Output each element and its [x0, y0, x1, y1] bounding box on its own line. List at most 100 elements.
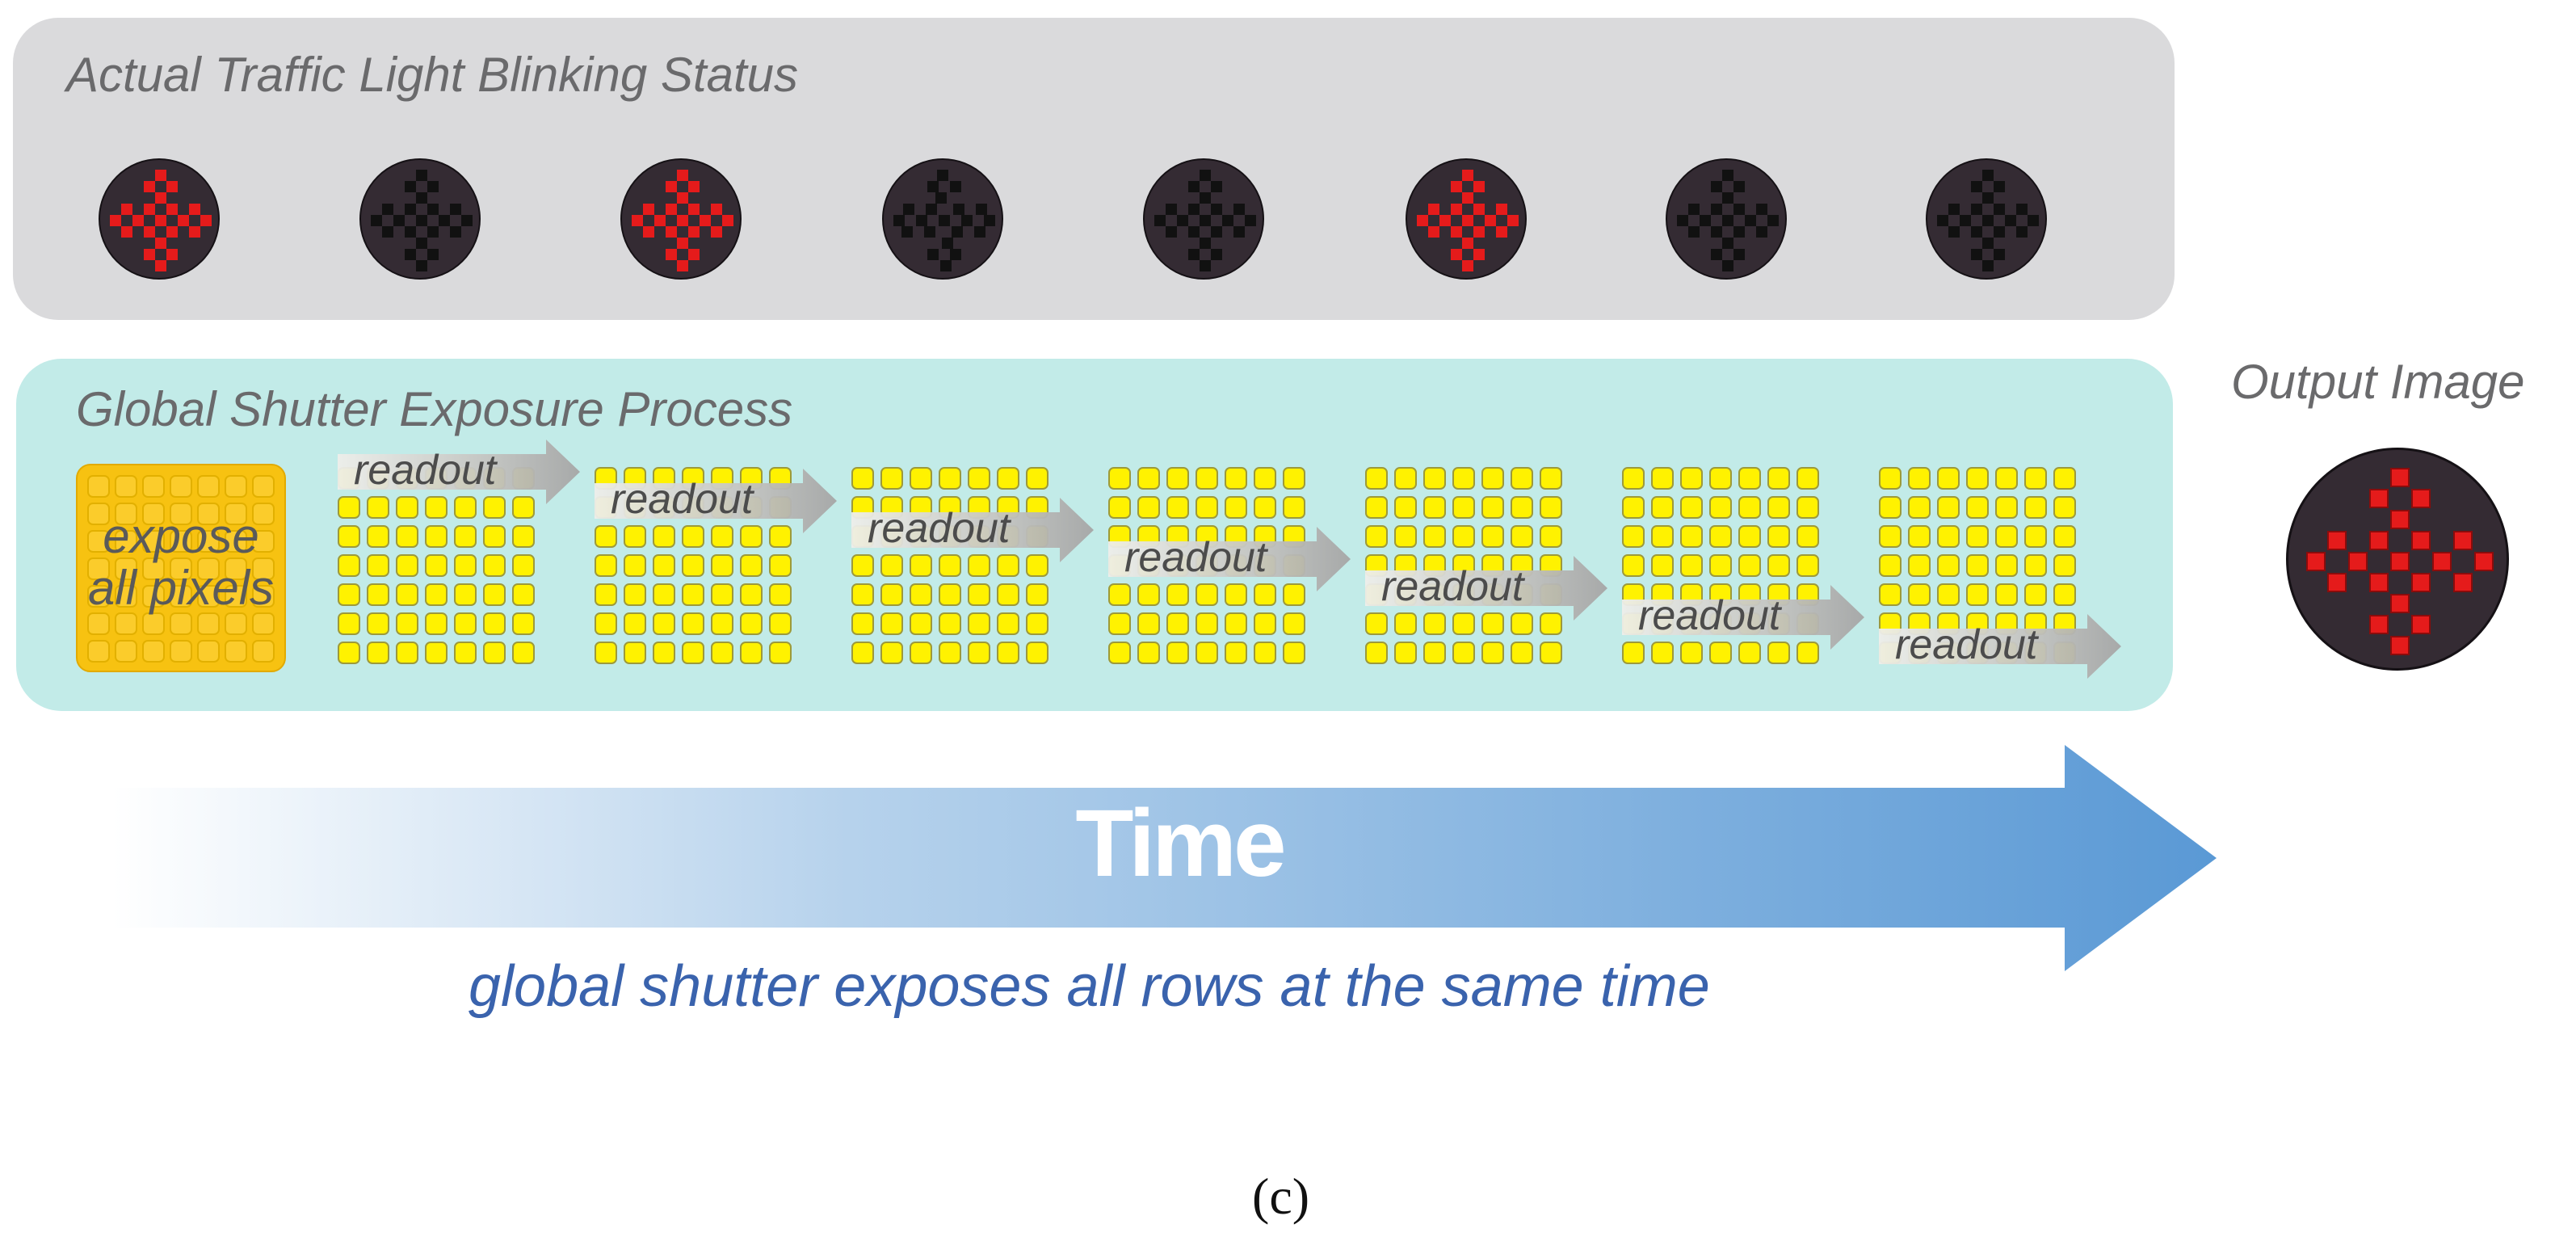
sensor-pixel — [624, 525, 646, 548]
sensor-pixel — [740, 612, 763, 635]
led-cell — [1451, 249, 1462, 260]
sensor-pixel — [997, 612, 1019, 635]
sensor-pixel — [512, 554, 535, 577]
sensor-pixel — [1540, 642, 1562, 664]
sensor-pixel — [1651, 467, 1674, 490]
readout-arrow-6: readout — [1622, 585, 1868, 650]
sensor-pixel — [682, 612, 704, 635]
led-cell — [950, 249, 961, 260]
readout-arrow-4: readout — [1108, 527, 1354, 591]
sensor-pixel — [425, 554, 448, 577]
sensor-pixel — [1365, 642, 1388, 664]
sensor-pixel — [1908, 467, 1931, 490]
output-led-cell — [2390, 552, 2410, 571]
led-cell — [974, 226, 985, 238]
led-cell — [1733, 204, 1745, 215]
led-cell — [1154, 215, 1166, 226]
led-cell — [1507, 215, 1519, 226]
led-cell — [1485, 215, 1496, 226]
output-led-cell — [2453, 531, 2473, 550]
led-cell — [1188, 181, 1200, 192]
sensor-pixel — [1709, 554, 1732, 577]
sensor-pixel — [338, 642, 360, 664]
sensor-pixel — [1879, 525, 1902, 548]
sensor-pixel — [910, 612, 932, 635]
expose-pixel — [142, 503, 165, 525]
expose-pixel — [197, 612, 220, 635]
led-cell — [1971, 226, 1982, 238]
expose-pixel — [142, 530, 165, 553]
traffic-light-7 — [1666, 158, 1787, 280]
sensor-pixel — [396, 612, 418, 635]
expose-pixel — [197, 557, 220, 580]
sensor-pixel — [1709, 642, 1732, 664]
sensor-pixel — [910, 642, 932, 664]
output-led-cell — [2390, 636, 2410, 655]
sensor-pixel — [682, 525, 704, 548]
sensor-pixel — [1767, 554, 1790, 577]
expose-pixel — [142, 640, 165, 663]
led-cell — [1462, 192, 1473, 204]
sensor-pixel — [338, 496, 360, 519]
led-cell — [416, 215, 427, 226]
sensor-pixel — [769, 525, 792, 548]
led-cell — [926, 204, 937, 215]
readout-label: readout — [1638, 592, 1781, 639]
sensor-pixel — [1680, 525, 1703, 548]
sensor-pixel — [624, 583, 646, 606]
led-cell — [155, 170, 166, 181]
led-cell — [132, 215, 144, 226]
sensor-pixel — [1108, 467, 1131, 490]
sensor-pixel — [1196, 612, 1218, 635]
led-cell — [1733, 226, 1745, 238]
led-cell — [427, 204, 439, 215]
output-led-cell — [2369, 531, 2389, 550]
led-cell — [1428, 226, 1439, 238]
led-cell — [666, 204, 677, 215]
output-led-cell — [2327, 573, 2347, 592]
sensor-pixel — [1452, 525, 1475, 548]
sensor-pixel — [682, 583, 704, 606]
sensor-pixel — [880, 583, 903, 606]
sensor-pixel — [1622, 554, 1645, 577]
sensor-pixel — [483, 496, 506, 519]
sensor-pixel — [1540, 612, 1562, 635]
sensor-pixel — [910, 467, 932, 490]
time-label: Time — [1075, 790, 1286, 897]
sensor-pixel — [1137, 612, 1160, 635]
led-cell — [688, 204, 700, 215]
sensor-pixel — [851, 554, 874, 577]
led-cell — [1166, 204, 1177, 215]
sensor-pixel — [968, 642, 990, 664]
sensor-pixel — [1767, 467, 1790, 490]
sensor-pixel — [1937, 525, 1960, 548]
sensor-pixel — [425, 583, 448, 606]
sensor-pixel — [1709, 525, 1732, 548]
output-led-cell — [2390, 510, 2410, 529]
sensor-pixel — [338, 525, 360, 548]
led-cell — [461, 215, 473, 226]
led-cell — [1937, 215, 1948, 226]
led-cell — [677, 215, 688, 226]
led-cell — [1994, 226, 2005, 238]
sensor-pixel — [711, 612, 733, 635]
sensor-pixel — [1966, 554, 1989, 577]
expose-pixel — [170, 503, 192, 525]
sensor-pixel — [1394, 525, 1417, 548]
led-cell — [677, 170, 688, 181]
sensor-pixel — [1796, 467, 1819, 490]
sensor-pixel — [1796, 525, 1819, 548]
output-led-cell — [2348, 552, 2368, 571]
sensor-pixel — [1995, 554, 2018, 577]
led-cell — [1188, 226, 1200, 238]
output-led-cell — [2411, 615, 2431, 634]
led-cell — [1982, 260, 1994, 271]
led-cell — [952, 226, 963, 238]
sensor-pixel — [1908, 496, 1931, 519]
sensor-pixel — [2053, 554, 2076, 577]
led-cell — [1462, 260, 1473, 271]
led-cell — [427, 181, 439, 192]
led-cell — [1496, 226, 1507, 238]
led-cell — [1439, 215, 1451, 226]
